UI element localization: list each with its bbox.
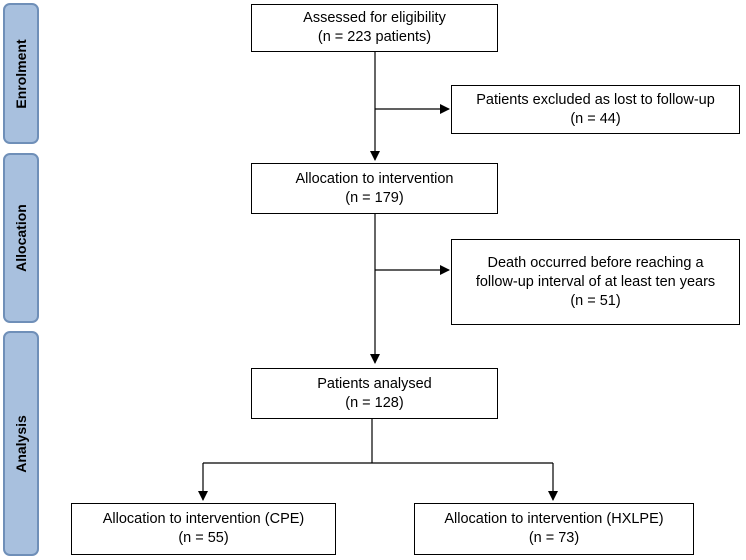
death-line-1: Death occurred before reaching a — [487, 254, 704, 271]
hxlpe-box: Allocation to intervention (HXLPE) (n = … — [414, 503, 694, 555]
allocation-box: Allocation to intervention (n = 179) — [251, 163, 498, 214]
cpe-box: Allocation to intervention (CPE) (n = 55… — [71, 503, 336, 555]
eligibility-title: Assessed for eligibility — [303, 10, 446, 26]
enrolment-tab: Enrolment — [3, 3, 39, 144]
hxlpe-title: Allocation to intervention (HXLPE) — [444, 511, 664, 527]
eligibility-count: (n = 223 patients) — [317, 29, 432, 45]
analysed-count: (n = 128) — [345, 394, 404, 411]
allocation-title: Allocation to intervention — [295, 170, 454, 187]
allocation-tab: Allocation — [3, 153, 39, 323]
allocation-count: (n = 179) — [345, 189, 404, 206]
excluded-box: Patients excluded as lost to follow-up (… — [451, 85, 740, 134]
excluded-title: Patients excluded as lost to follow-up — [476, 91, 715, 108]
cpe-title: Allocation to intervention (CPE) — [102, 511, 305, 527]
death-count: (n = 51) — [570, 292, 621, 309]
analysed-box: Patients analysed (n = 128) — [251, 368, 498, 419]
analysis-tab: Analysis — [3, 331, 39, 556]
cpe-count: (n = 55) — [178, 530, 229, 546]
hxlpe-count: (n = 73) — [528, 530, 580, 546]
death-line-2: follow-up interval of at least ten years — [475, 273, 716, 290]
eligibility-box: Assessed for eligibility (n = 223 patien… — [251, 4, 498, 52]
analysed-title: Patients analysed — [317, 375, 432, 392]
excluded-count: (n = 44) — [570, 110, 621, 127]
death-box: Death occurred before reaching a follow-… — [451, 239, 740, 325]
